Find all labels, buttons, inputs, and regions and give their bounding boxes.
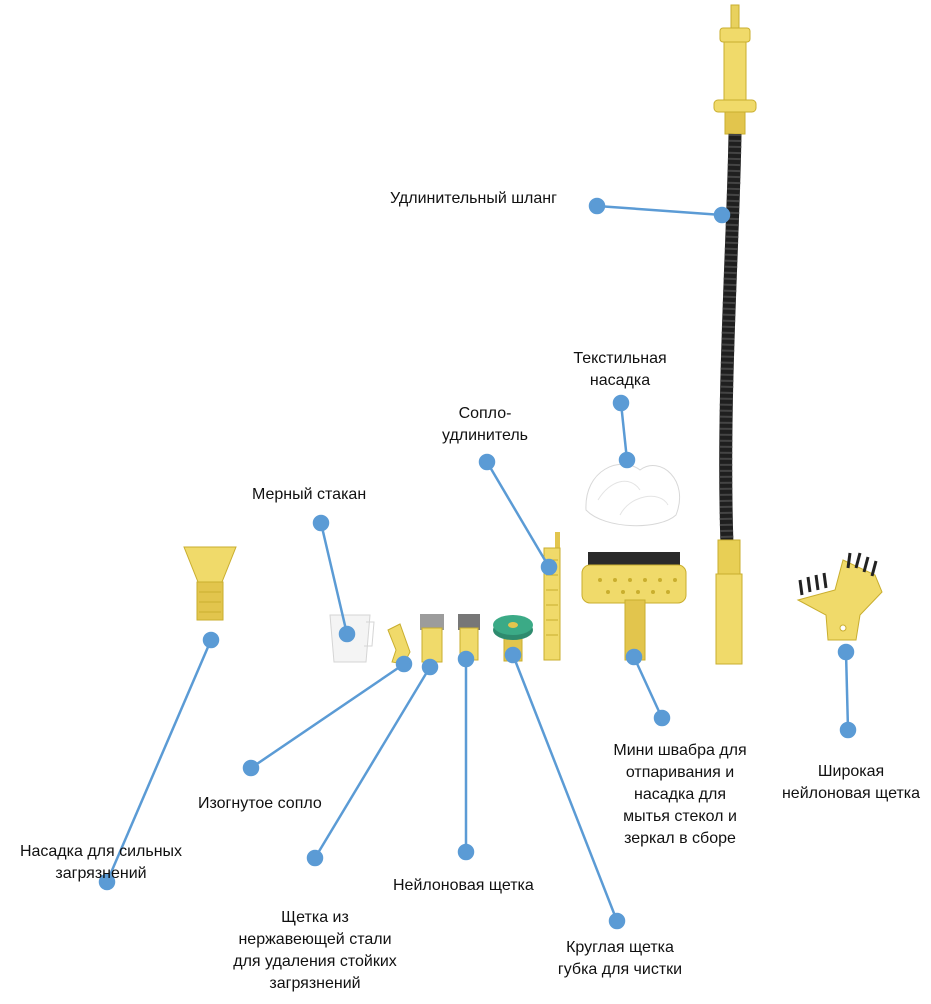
- steel-brush: [420, 614, 444, 663]
- label-hose: Удлинительный шланг: [390, 190, 557, 207]
- heavy-dirt-nozzle: [183, 546, 237, 621]
- wide-nylon-brush: [796, 552, 883, 641]
- extension-hose: [713, 4, 757, 665]
- extension-nozzle: [543, 532, 561, 661]
- mini-mop: [581, 552, 687, 661]
- label-extension-nozzle: Сопло-удлинитель: [441, 405, 529, 444]
- label-bent-nozzle: Изогнутое сопло: [198, 795, 322, 812]
- callouts: [98, 197, 857, 930]
- label-measuring-cup: Мерный стакан: [252, 486, 367, 503]
- textile-cover: [585, 463, 681, 527]
- label-nylon-brush: Нейлоновая щетка: [393, 877, 534, 894]
- round-sponge-brush: [493, 615, 533, 662]
